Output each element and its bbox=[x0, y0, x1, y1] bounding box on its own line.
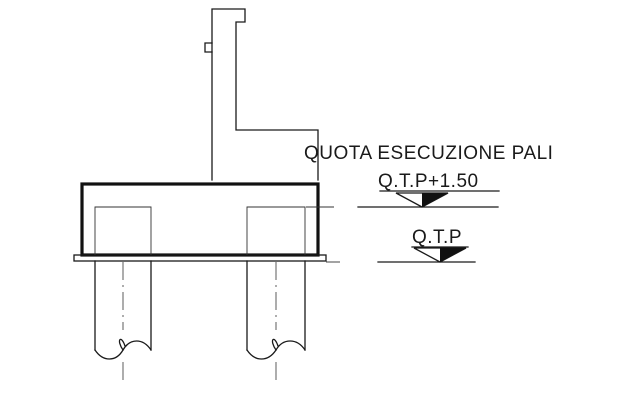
pile-left bbox=[94, 206, 152, 385]
note-label: QUOTA ESECUZIONE PALI bbox=[304, 143, 553, 164]
blinding-layer bbox=[73, 254, 327, 262]
level-label-lower: Q.T.P bbox=[412, 227, 462, 248]
column-outline bbox=[204, 8, 319, 181]
level-marker-upper: Q.T.P+1.50 bbox=[357, 171, 500, 208]
pile-cap bbox=[80, 182, 320, 257]
level-marker-lower: Q.T.P bbox=[377, 227, 476, 263]
pile-right bbox=[246, 206, 306, 385]
level-label-upper: Q.T.P+1.50 bbox=[378, 171, 479, 192]
